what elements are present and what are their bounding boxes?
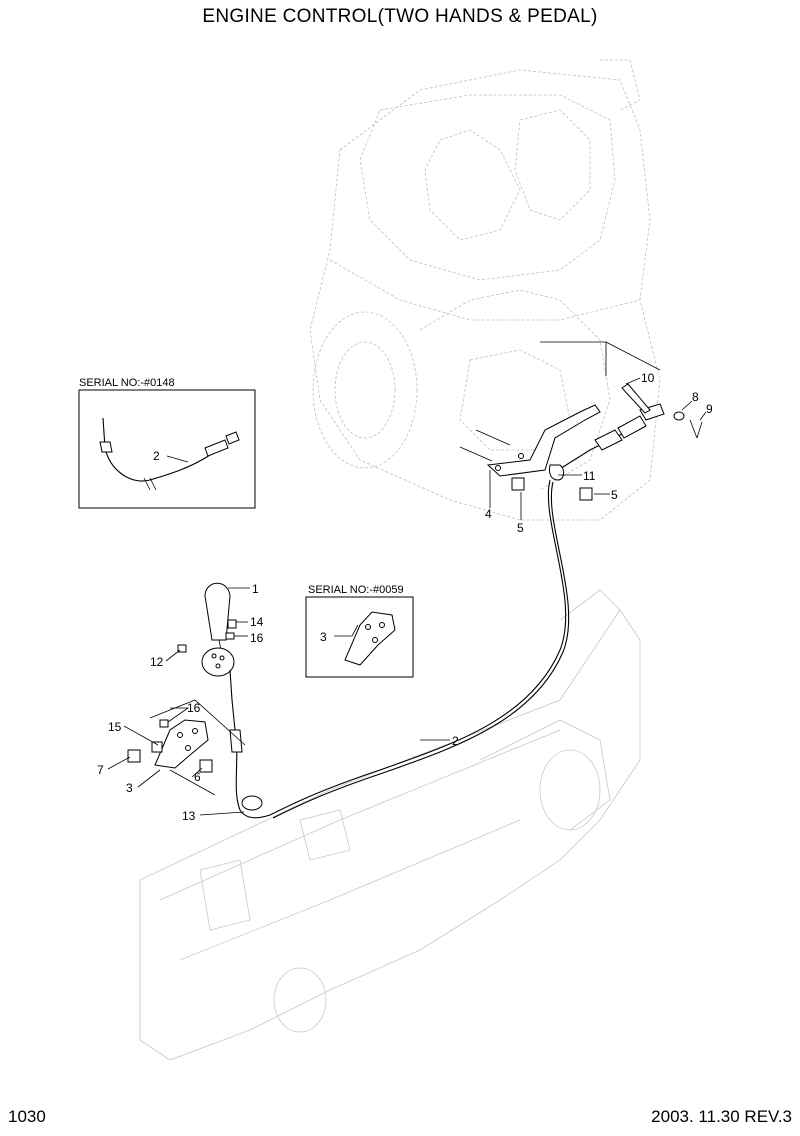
callout-leader-lines: [107, 377, 707, 816]
callout-8: 8: [692, 390, 699, 404]
inset-label-serial-0148: SERIAL NO:-#0148: [79, 377, 175, 389]
callout-3-inset: 3: [320, 630, 327, 644]
grommet: [241, 795, 263, 811]
callout-7: 7: [97, 763, 104, 777]
callout-1: 1: [252, 582, 259, 596]
callout-14: 14: [250, 615, 264, 629]
callout-16-lower: 16: [187, 701, 201, 715]
callout-13: 13: [182, 809, 196, 823]
callout-6: 6: [194, 770, 201, 784]
callout-2-main: 2: [452, 734, 459, 748]
hand-lever-assembly: [177, 582, 243, 753]
callout-2-inset: 2: [153, 449, 160, 463]
page-number: 1030: [8, 1107, 46, 1126]
callout-10: 10: [641, 371, 655, 385]
callout-12: 12: [150, 655, 164, 669]
callout-9: 9: [706, 402, 713, 416]
engine-background-illustration: [139, 59, 661, 1061]
main-throttle-cable: [234, 479, 567, 819]
revision-date: 2003. 11.30 REV.3: [651, 1107, 792, 1126]
callout-5-right: 5: [611, 488, 618, 502]
callout-16-upper: 16: [250, 631, 264, 645]
callout-4: 4: [485, 507, 492, 521]
inset-serial-0059: [305, 596, 414, 678]
callout-11: 11: [583, 469, 596, 483]
callout-15: 15: [108, 720, 122, 734]
lever-mounting-bracket: [127, 699, 246, 796]
cable-bracket-assembly: [459, 341, 703, 501]
inset-serial-0148: [78, 389, 256, 509]
inset-label-serial-0059: SERIAL NO:-#0059: [308, 584, 404, 596]
callout-3-main: 3: [126, 781, 133, 795]
callout-5-left: 5: [517, 521, 524, 535]
page-title: ENGINE CONTROL(TWO HANDS & PEDAL): [202, 6, 598, 27]
